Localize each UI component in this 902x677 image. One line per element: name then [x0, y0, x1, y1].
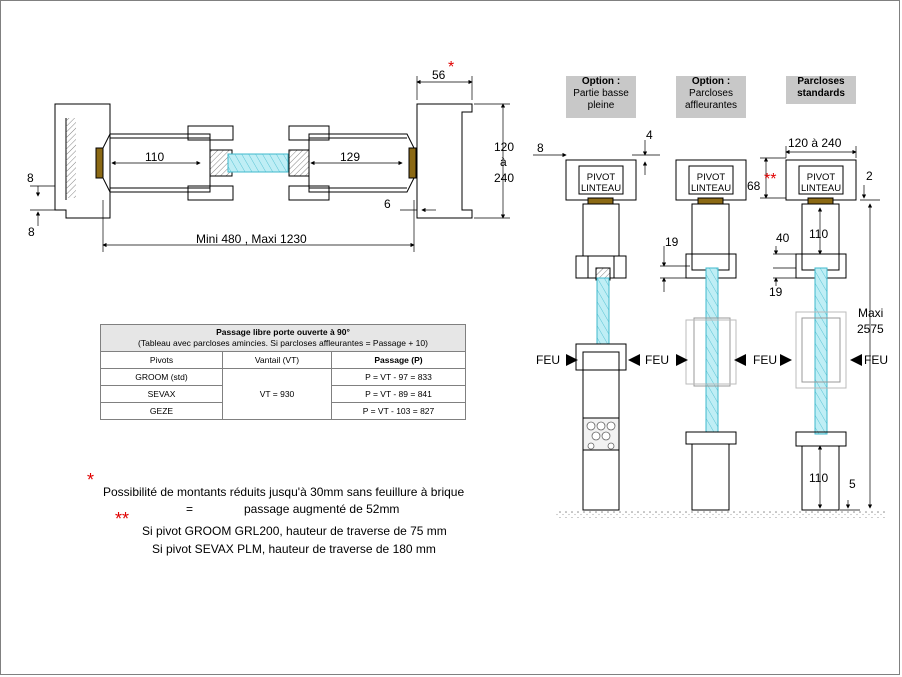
table-row: GEZE P = VT - 103 = 827	[100, 402, 466, 420]
option-3-line1: Parcloses	[797, 76, 845, 87]
table-cell-passage: P = VT - 103 = 827	[331, 402, 466, 420]
elev-dim-110b: 110	[809, 471, 828, 485]
plan-dim-8a: 8	[27, 171, 34, 185]
right-pivot	[408, 147, 417, 179]
elev-dim-40: 40	[776, 231, 790, 245]
note-line-4: Si pivot SEVAX PLM, hauteur de traverse …	[152, 542, 436, 556]
option-header-1: Option : Partie basse pleine	[566, 76, 636, 118]
elev-dim-2: 2	[866, 169, 873, 183]
elevation-views	[533, 140, 885, 518]
elev-dim-maxi: Maxi	[858, 306, 883, 320]
option-header-2: Option : Parcloses affleurantes	[676, 76, 746, 118]
elev-dim-5: 5	[849, 477, 856, 491]
table-subtitle: (Tableau avec parcloses amincies. Si par…	[138, 338, 428, 348]
table-title: Passage libre porte ouverte à 90°	[216, 327, 350, 337]
left-frame-inner	[66, 118, 76, 198]
plan-dim-56: 56	[432, 68, 446, 82]
option-2-line2: Parcloses	[689, 88, 733, 99]
table-cell-pivot: GROOM (std)	[100, 368, 223, 386]
table-header-pivots: Pivots	[100, 351, 223, 369]
left-leaf-clip-bottom	[187, 185, 234, 201]
pivot-label-2a: PIVOT	[697, 172, 726, 183]
elev-dim-19a: 19	[665, 235, 679, 249]
elev-dim-68: 68	[747, 179, 761, 193]
option-2-title: Option :	[691, 76, 731, 87]
plan-star: *	[448, 59, 454, 76]
plan-dim-8b: 8	[28, 225, 35, 239]
elev-dim-2575: 2575	[857, 322, 884, 336]
pivot-label-3b: LINTEAU	[801, 183, 841, 194]
feu-label-2: FEU	[645, 353, 669, 367]
elevation-col-1	[565, 159, 637, 511]
table-caption: Passage libre porte ouverte à 90° (Table…	[100, 324, 466, 352]
table-header-vantail: Vantail (VT)	[222, 351, 332, 369]
option-1-line3: pleine	[587, 100, 615, 111]
table-cell-passage: P = VT - 89 = 841	[331, 385, 466, 403]
option-2-line3: affleurantes	[684, 100, 738, 111]
table-cell-pivot: SEVAX	[100, 385, 223, 403]
table-cell-vantail: VT = 930	[222, 368, 332, 420]
table-row: GROOM (std) VT = 930 P = VT - 97 = 833	[100, 368, 466, 420]
plan-dim-a: à	[500, 155, 507, 169]
note-line-2: passage augmenté de 52mm	[244, 502, 400, 516]
plan-dim-110: 110	[145, 150, 164, 164]
feu-label-4: FEU	[864, 353, 888, 367]
pivot-label-2b: LINTEAU	[691, 183, 731, 194]
feu-label-3: FEU	[753, 353, 777, 367]
glazing-plan	[227, 153, 289, 173]
elev-dim-4: 4	[646, 128, 653, 142]
elev-dim-110a: 110	[809, 227, 828, 241]
option-1-line2: Partie basse	[573, 88, 629, 99]
ground	[555, 510, 885, 518]
table-cell-passage: P = VT - 97 = 833	[331, 368, 466, 386]
pivot-label-3a: PIVOT	[807, 172, 836, 183]
note-line-3: Si pivot GROOM GRL200, hauteur de traver…	[142, 524, 447, 538]
note-line-1: Possibilité de montants réduits jusqu'à …	[103, 485, 465, 499]
feu-label-1: FEU	[536, 353, 560, 367]
option-header-3: Parcloses standards	[786, 76, 856, 104]
left-leaf	[102, 133, 211, 193]
plan-dim-width: Mini 480 , Maxi 1230	[196, 232, 307, 246]
plan-dim-129: 129	[340, 150, 360, 164]
passage-table: Passage libre porte ouverte à 90° (Table…	[100, 324, 466, 420]
option-3-line2: standards	[797, 88, 845, 99]
plan-dim-6: 6	[384, 197, 391, 211]
plan-dim-240: 240	[494, 171, 514, 185]
note-star-1: *	[87, 470, 95, 490]
left-leaf-clip-top	[187, 125, 234, 141]
plan-view	[30, 76, 510, 252]
left-pivot	[95, 147, 104, 179]
note-line-2-eq: =	[186, 502, 194, 516]
pivot-label-1a: PIVOT	[587, 172, 616, 183]
elev-dim-8: 8	[537, 141, 544, 155]
elev-stars: **	[764, 171, 776, 188]
option-1-title: Option :	[581, 76, 621, 87]
elev-dim-120-240: 120 à 240	[788, 136, 842, 150]
plan-dim-120: 120	[494, 140, 514, 154]
table-cell-pivot: GEZE	[100, 402, 223, 420]
table-header-passage: Passage (P)	[331, 351, 466, 369]
elev-dim-19b: 19	[769, 285, 783, 299]
right-frame-profile	[416, 103, 473, 219]
pivot-label-1b: LINTEAU	[581, 183, 621, 194]
elevation-col-3	[785, 159, 857, 511]
note-star-2: **	[115, 509, 130, 529]
elevation-col-2	[675, 159, 747, 511]
